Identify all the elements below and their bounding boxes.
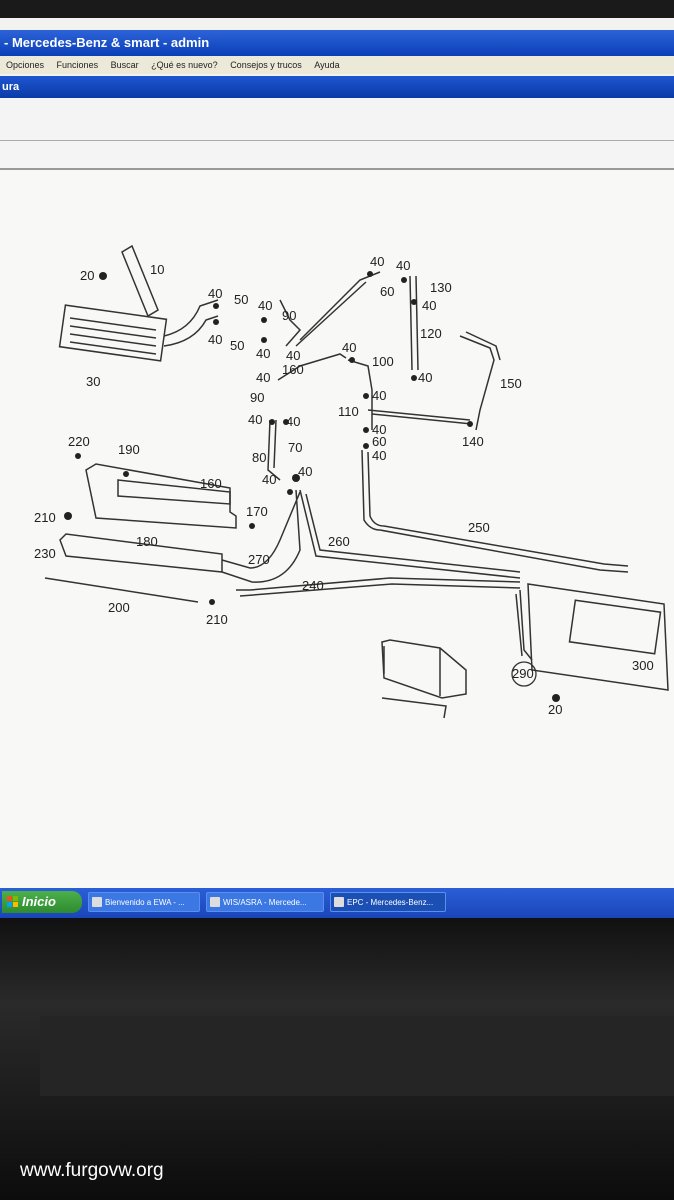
label-70: 70: [288, 440, 302, 455]
label-130: 130: [430, 280, 452, 295]
task-wis-asra[interactable]: WIS/ASRA - Mercede...: [206, 892, 324, 912]
task-epc[interactable]: EPC - Mercedes-Benz...: [330, 892, 446, 912]
task-ewa[interactable]: Bienvenido a EWA - ...: [88, 892, 200, 912]
menu-ayuda[interactable]: Ayuda: [314, 60, 340, 70]
start-label: Inicio: [22, 894, 56, 909]
task-label: WIS/ASRA - Mercede...: [223, 898, 307, 907]
label-20: 20: [80, 268, 94, 283]
label-210: 210: [206, 612, 228, 627]
label-90: 90: [282, 308, 296, 323]
windows-flag-icon: [7, 896, 18, 907]
part-250-pipe: [236, 577, 521, 597]
app-icon: [210, 897, 220, 907]
label-40: 40: [372, 448, 386, 463]
label-40: 40: [370, 254, 384, 269]
label-150: 150: [500, 376, 522, 391]
label-260: 260: [328, 534, 350, 549]
menu-opciones[interactable]: Opciones: [6, 60, 45, 70]
window-title: - Mercedes-Benz & smart - admin: [0, 30, 674, 56]
label-300: 300: [632, 658, 654, 673]
label-20: 20: [548, 702, 562, 717]
label-120: 120: [420, 326, 442, 341]
part-160-bracket: [85, 463, 237, 529]
label-60: 60: [372, 434, 386, 449]
menu-funciones[interactable]: Funciones: [56, 60, 99, 70]
label-10: 10: [150, 262, 164, 277]
label-40: 40: [258, 298, 272, 313]
part-200-rod: [44, 577, 199, 603]
label-270: 250: [468, 520, 490, 535]
van-illustration: [381, 639, 467, 699]
label-240: 230: [34, 546, 56, 561]
menu-que-es-nuevo[interactable]: ¿Qué es nuevo?: [151, 60, 218, 70]
monitor-screen: - Mercedes-Benz & smart - admin Opciones…: [0, 18, 674, 918]
van-arrow: [381, 697, 447, 719]
parts-diagram[interactable]: 20 10 30 40 50 40 90 40 50 40 40 40 160 …: [0, 170, 674, 888]
label-60: 60: [380, 284, 394, 299]
label-40: 40: [372, 422, 386, 437]
label-200: 200: [108, 600, 130, 615]
label-40: 40: [286, 348, 300, 363]
label-160: 160: [200, 476, 222, 491]
start-button[interactable]: Inicio: [2, 891, 82, 913]
task-label: Bienvenido a EWA - ...: [105, 898, 185, 907]
monitor-bezel: [0, 918, 674, 1200]
part-270-pipe: [361, 449, 629, 573]
label-40: 40: [396, 258, 410, 273]
label-40: 40: [248, 412, 262, 427]
part-240-heat-exchanger: [59, 533, 223, 573]
part-260-pipe: [299, 489, 521, 579]
part-290-heater-box: [568, 599, 662, 655]
watermark: www.furgovw.org: [20, 1160, 164, 1181]
label-40: 40: [418, 370, 432, 385]
label-190: 190: [118, 442, 140, 457]
label-30: 30: [86, 374, 100, 389]
part-30-radiator: [58, 304, 168, 362]
parts-diagram-svg: 20 10 30 40 50 40 90 40 50 40 40 40 160 …: [34, 244, 669, 719]
label-50: 50: [234, 292, 248, 307]
sub-title-bar: ura: [0, 76, 674, 98]
label-90: 90: [250, 390, 264, 405]
label-140: 140: [462, 434, 484, 449]
label-160: 160: [282, 362, 304, 377]
label-110: 110: [338, 404, 359, 419]
label-40: 40: [208, 286, 222, 301]
app-icon: [92, 897, 102, 907]
label-80: 80: [252, 450, 266, 465]
label-180: 180: [136, 534, 158, 549]
menu-consejos[interactable]: Consejos y trucos: [230, 60, 302, 70]
label-250: 240: [302, 578, 324, 593]
taskbar: Inicio Bienvenido a EWA - ... WIS/ASRA -…: [0, 888, 674, 918]
label-220: 210: [34, 510, 56, 525]
label-170: 170: [246, 504, 268, 519]
label-100: 100: [372, 354, 394, 369]
header-area: [0, 98, 674, 170]
label-40: 40: [256, 346, 270, 361]
part-10-bracket: [121, 244, 159, 318]
label-40: 40: [262, 472, 276, 487]
label-40: 40: [298, 464, 312, 479]
label-40: 40: [286, 414, 300, 429]
label-40: 40: [372, 388, 386, 403]
label-290: 290: [512, 666, 534, 681]
part-290-frame: [527, 583, 669, 691]
label-40: 40: [422, 298, 436, 313]
app-icon: [334, 897, 344, 907]
label-40: 40: [208, 332, 222, 347]
label-50: 50: [230, 338, 244, 353]
menu-bar: Opciones Funciones Buscar ¿Qué es nuevo?…: [0, 56, 674, 74]
task-label: EPC - Mercedes-Benz...: [347, 898, 434, 907]
menu-buscar[interactable]: Buscar: [110, 60, 139, 70]
label-280: 270: [248, 552, 270, 567]
label-40: 40: [256, 370, 270, 385]
label-40: 40: [342, 340, 356, 355]
label-230: 220: [68, 434, 90, 449]
